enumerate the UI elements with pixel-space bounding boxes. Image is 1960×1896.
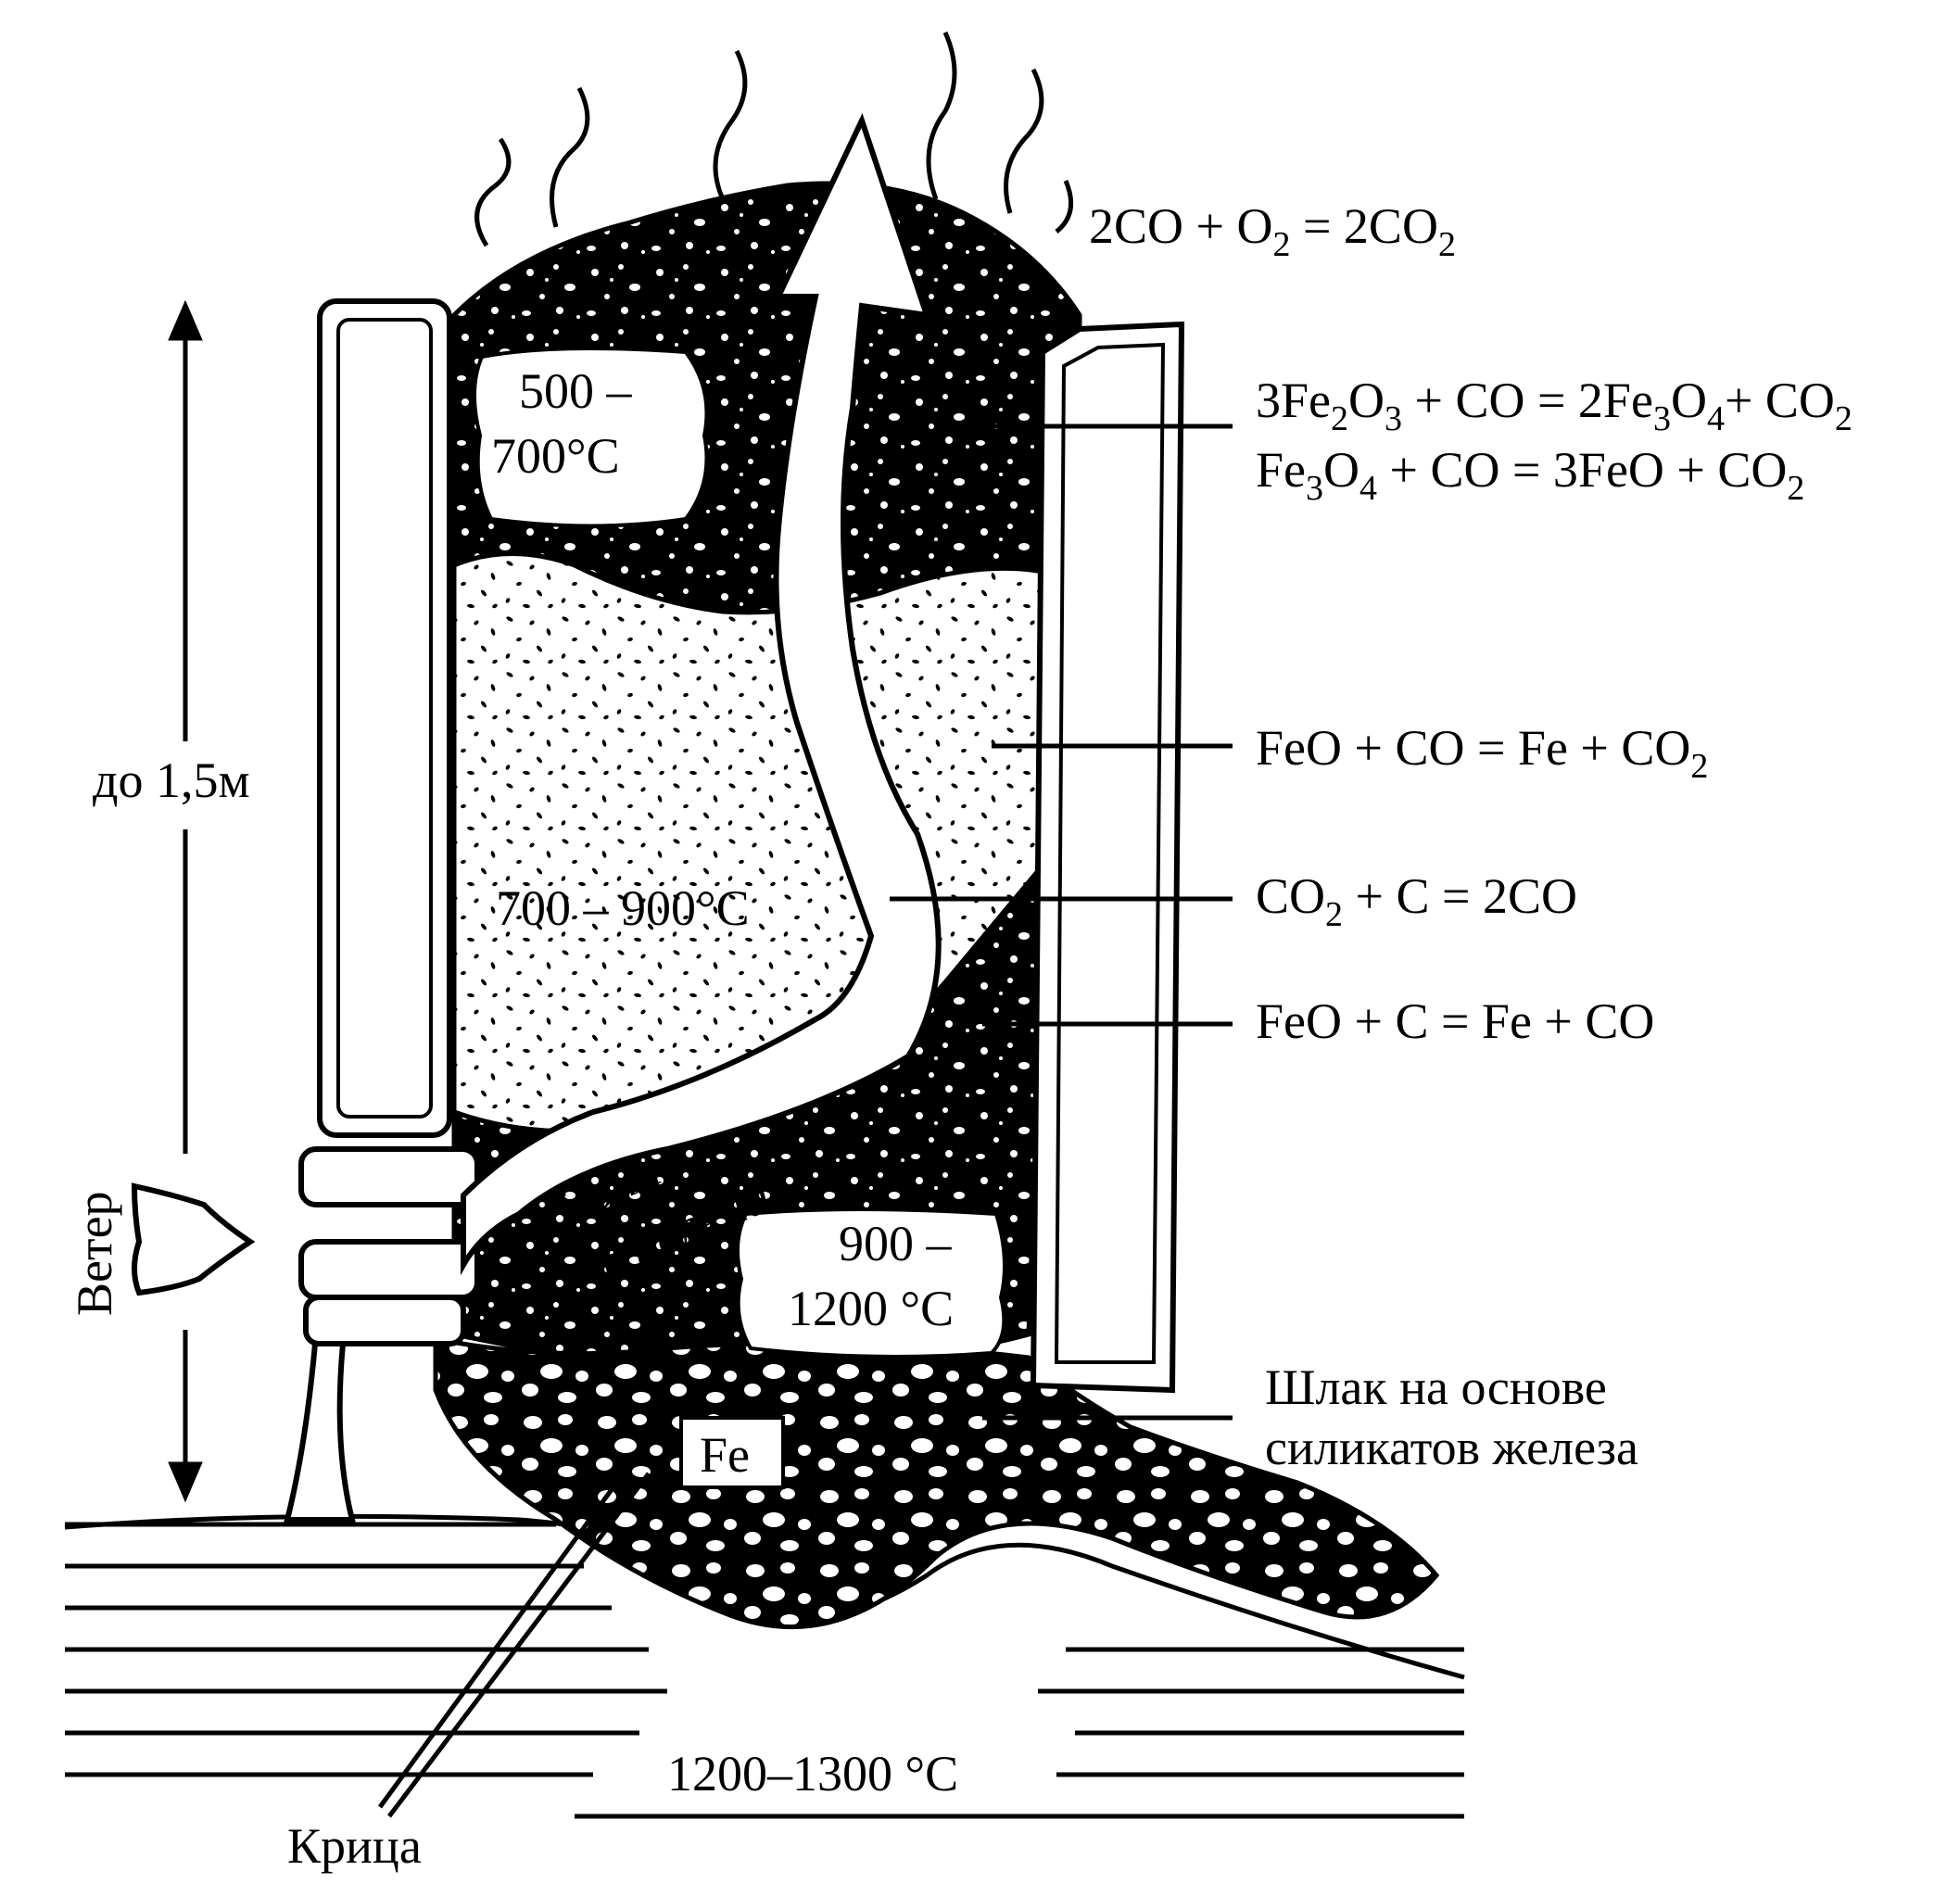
furnace-wall-right xyxy=(1030,321,1185,1394)
zone-temp-900-1200-line1: 900 – xyxy=(839,1216,953,1271)
gas-flow-arrow xyxy=(461,112,942,1276)
bloom-label: Крица xyxy=(287,1818,422,1874)
bloom-box xyxy=(679,1416,785,1489)
reaction-hematite-reduction: 3Fe2O3 + CO = 2Fe3O4+ CO2 xyxy=(1256,373,1853,438)
wind-label: Ветер xyxy=(67,1191,122,1316)
furnace-wall-left xyxy=(284,298,480,1523)
bottom-temp-box xyxy=(649,1724,1047,1807)
leader-lines xyxy=(377,423,1233,1818)
zone-temp-700-900: 700 – 900°C xyxy=(496,880,750,936)
reaction-boudouard: CO2 + C = 2CO xyxy=(1256,868,1577,934)
height-label: до 1,5м xyxy=(93,752,250,808)
zone-temp-1200-1300: 1200–1300 °C xyxy=(667,1746,958,1801)
height-dimension xyxy=(168,299,203,1503)
reaction-magnetite-reduction: Fe3O4 + CO = 3FeO + CO2 xyxy=(1256,442,1804,508)
top-temp-box xyxy=(473,347,709,528)
zone-temp-900-1200-line2: 1200 °C xyxy=(788,1281,954,1336)
wind-arrow xyxy=(131,1182,256,1296)
slag-label-line1: Шлак на основе xyxy=(1265,1359,1607,1415)
reaction-feo-co-reduction: FeO + CO = Fe + CO2 xyxy=(1256,720,1708,786)
low-temp-box xyxy=(736,1207,1006,1359)
reaction-feo-carbon-reduction: FeO + C = Fe + CO xyxy=(1256,993,1654,1049)
bloom-fe-label: Fe xyxy=(700,1427,750,1483)
slag-label-line2: силикатов железа xyxy=(1265,1420,1638,1475)
zone-temp-500-700-line2: 700°C xyxy=(491,428,620,484)
zone-temp-500-700-line1: 500 – xyxy=(519,363,633,419)
reaction-co-oxidation: 2CO + O2 = 2CO2 xyxy=(1089,198,1456,264)
flames xyxy=(474,31,1074,247)
